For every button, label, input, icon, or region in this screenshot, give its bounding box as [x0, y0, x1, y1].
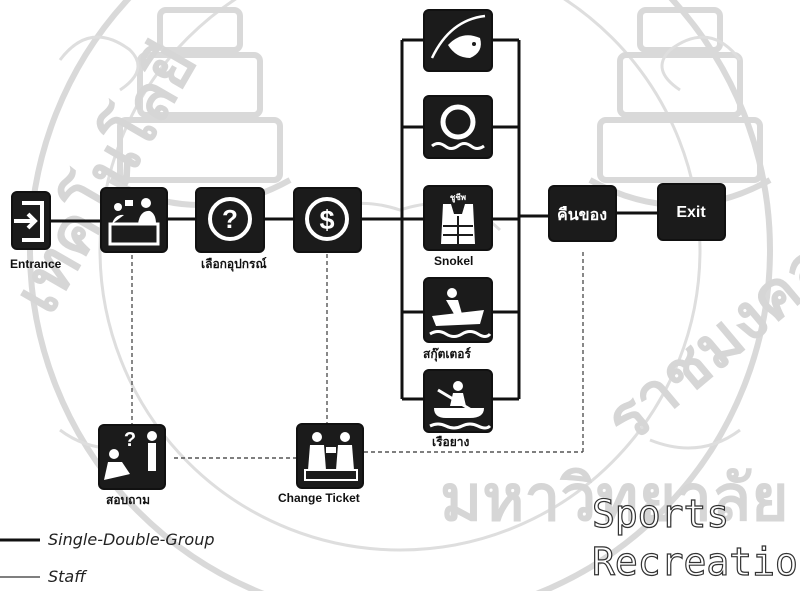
question-mark-icon: ? [208, 197, 252, 241]
choose-equipment-label: เลือกอุปกรณ์ [201, 257, 267, 272]
reception-counter-icon [108, 198, 160, 246]
fishing-node [423, 9, 493, 72]
change-ticket-label: Change Ticket [278, 491, 360, 505]
change-ticket-node: Change Ticket [278, 423, 364, 505]
inquire-node: ? สอบถาม [98, 424, 166, 507]
return-equipment-node: คืนของ [548, 185, 617, 242]
rubber-boat-label: เรือยาง [432, 435, 470, 449]
life-jacket-icon: ชูชีพ [441, 192, 475, 244]
brand-line-1: Sports [592, 492, 729, 536]
brand-line-2: Recreation [592, 540, 800, 584]
entrance-node: Entrance [10, 191, 62, 271]
legend-single-double-group: Single-Double-Group [48, 530, 215, 549]
svg-text:$: $ [319, 205, 334, 235]
exit-node: Exit [657, 183, 726, 241]
flow-lines [48, 38, 658, 401]
snorkel-node: ชูชีพ Snokel [423, 185, 493, 268]
jetski-node: สกุ๊ตเตอร์ [423, 277, 493, 362]
fishing-icon [430, 14, 486, 59]
svg-text:?: ? [222, 204, 238, 234]
life-jacket-icon-text: ชูชีพ [450, 192, 466, 203]
choose-equipment-node: ? เลือกอุปกรณ์ [195, 187, 267, 272]
brand-title: Sports Recreation [591, 491, 800, 584]
exit-label: Exit [676, 204, 706, 221]
jetski-icon [429, 288, 492, 338]
jetski-label: สกุ๊ตเตอร์ [423, 347, 471, 362]
snorkel-label: Snokel [434, 254, 473, 268]
svg-text:ราชมงคล: ราชมงคล [592, 228, 800, 458]
rubber-boat-icon [429, 381, 492, 430]
swimming-node [423, 95, 493, 159]
legend-staff: Staff [48, 567, 88, 586]
inquire-label: สอบถาม [106, 493, 150, 507]
information-desk-icon: ? [104, 429, 157, 480]
watermark-text: มหาวิทยาลัย [440, 462, 789, 536]
rubber-boat-node: เรือยาง [423, 369, 493, 449]
entrance-icon [14, 201, 44, 242]
ticket-exchange-icon [304, 432, 358, 481]
dollar-icon: $ [305, 197, 349, 241]
payment-node: $ [293, 187, 362, 253]
return-equipment-label: คืนของ [557, 206, 607, 224]
staff-lines [131, 250, 584, 459]
entrance-label: Entrance [10, 257, 62, 271]
lifebuoy-icon [431, 104, 485, 150]
svg-text:?: ? [124, 429, 136, 451]
reception-node [100, 187, 168, 253]
legend: Single-Double-Group Staff [0, 530, 215, 586]
